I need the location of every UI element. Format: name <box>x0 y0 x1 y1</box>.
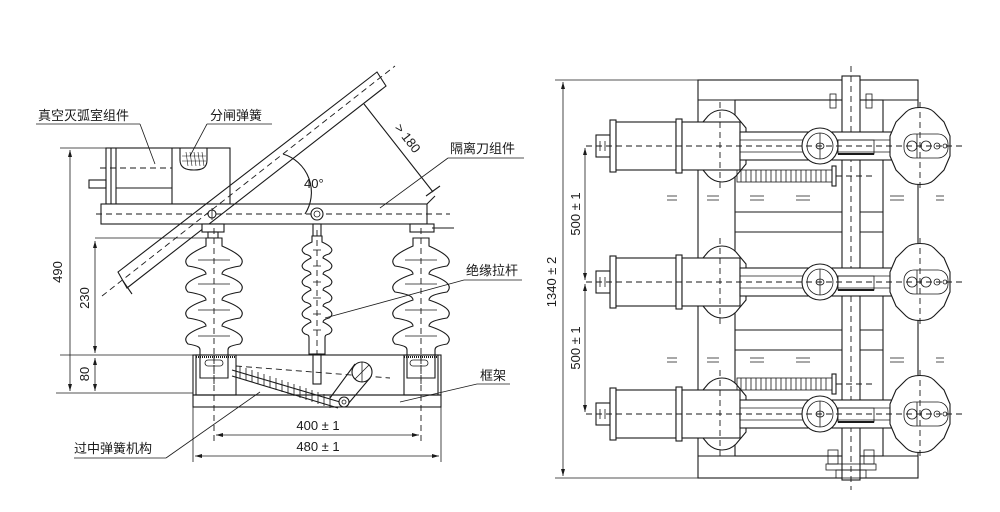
dim-mounting-inner: 400 ± 1 <box>296 418 339 433</box>
dim-phase-spacing-lower: 500 ± 1 <box>568 326 583 369</box>
opening-spring-bottom <box>736 373 875 395</box>
dim-insulator-height: 230 <box>77 287 92 309</box>
label-over-center-spring: 过中弹簧机构 <box>74 441 152 457</box>
dim-overall-length: 1340 ± 2 <box>544 257 559 308</box>
angle-arc <box>282 153 312 215</box>
dim-blade-clearance: > 180 <box>392 121 424 156</box>
open-blade <box>101 65 441 297</box>
frame <box>192 354 442 445</box>
vacuum-interrupter-housing <box>105 147 231 205</box>
equal-marks <box>667 195 944 363</box>
post-insulator-right <box>392 223 454 389</box>
label-frame: 框架 <box>480 369 506 384</box>
label-insulating-rod: 绝缘拉杆 <box>466 263 518 279</box>
phase-3 <box>585 369 966 459</box>
dim-frame-height: 80 <box>77 367 92 381</box>
label-opening-spring: 分闸弹簧 <box>210 108 262 124</box>
side-view: 490 230 80 400 ± 1 480 ± 1 40° > 180 真空灭… <box>36 65 524 462</box>
dim-opening-angle: 40° <box>304 176 324 191</box>
top-view: 1340 ± 2 500 ± 1 500 ± 1 <box>544 66 966 490</box>
phase-2 <box>585 237 966 327</box>
insulating-rod <box>301 223 333 385</box>
dim-phase-spacing-upper: 500 ± 1 <box>568 192 583 235</box>
opening-spring-icon <box>179 148 208 171</box>
label-isolating-blade: 隔离刀组件 <box>450 141 515 157</box>
dim-total-height: 490 <box>50 261 65 283</box>
dim-mounting-outer: 480 ± 1 <box>296 439 339 454</box>
over-center-spring-mechanism <box>231 361 373 409</box>
phase-1 <box>585 101 966 191</box>
post-insulator-left <box>185 223 243 389</box>
opening-spring-top <box>736 165 875 187</box>
label-vacuum-interrupter: 真空灭弧室组件 <box>38 108 129 124</box>
